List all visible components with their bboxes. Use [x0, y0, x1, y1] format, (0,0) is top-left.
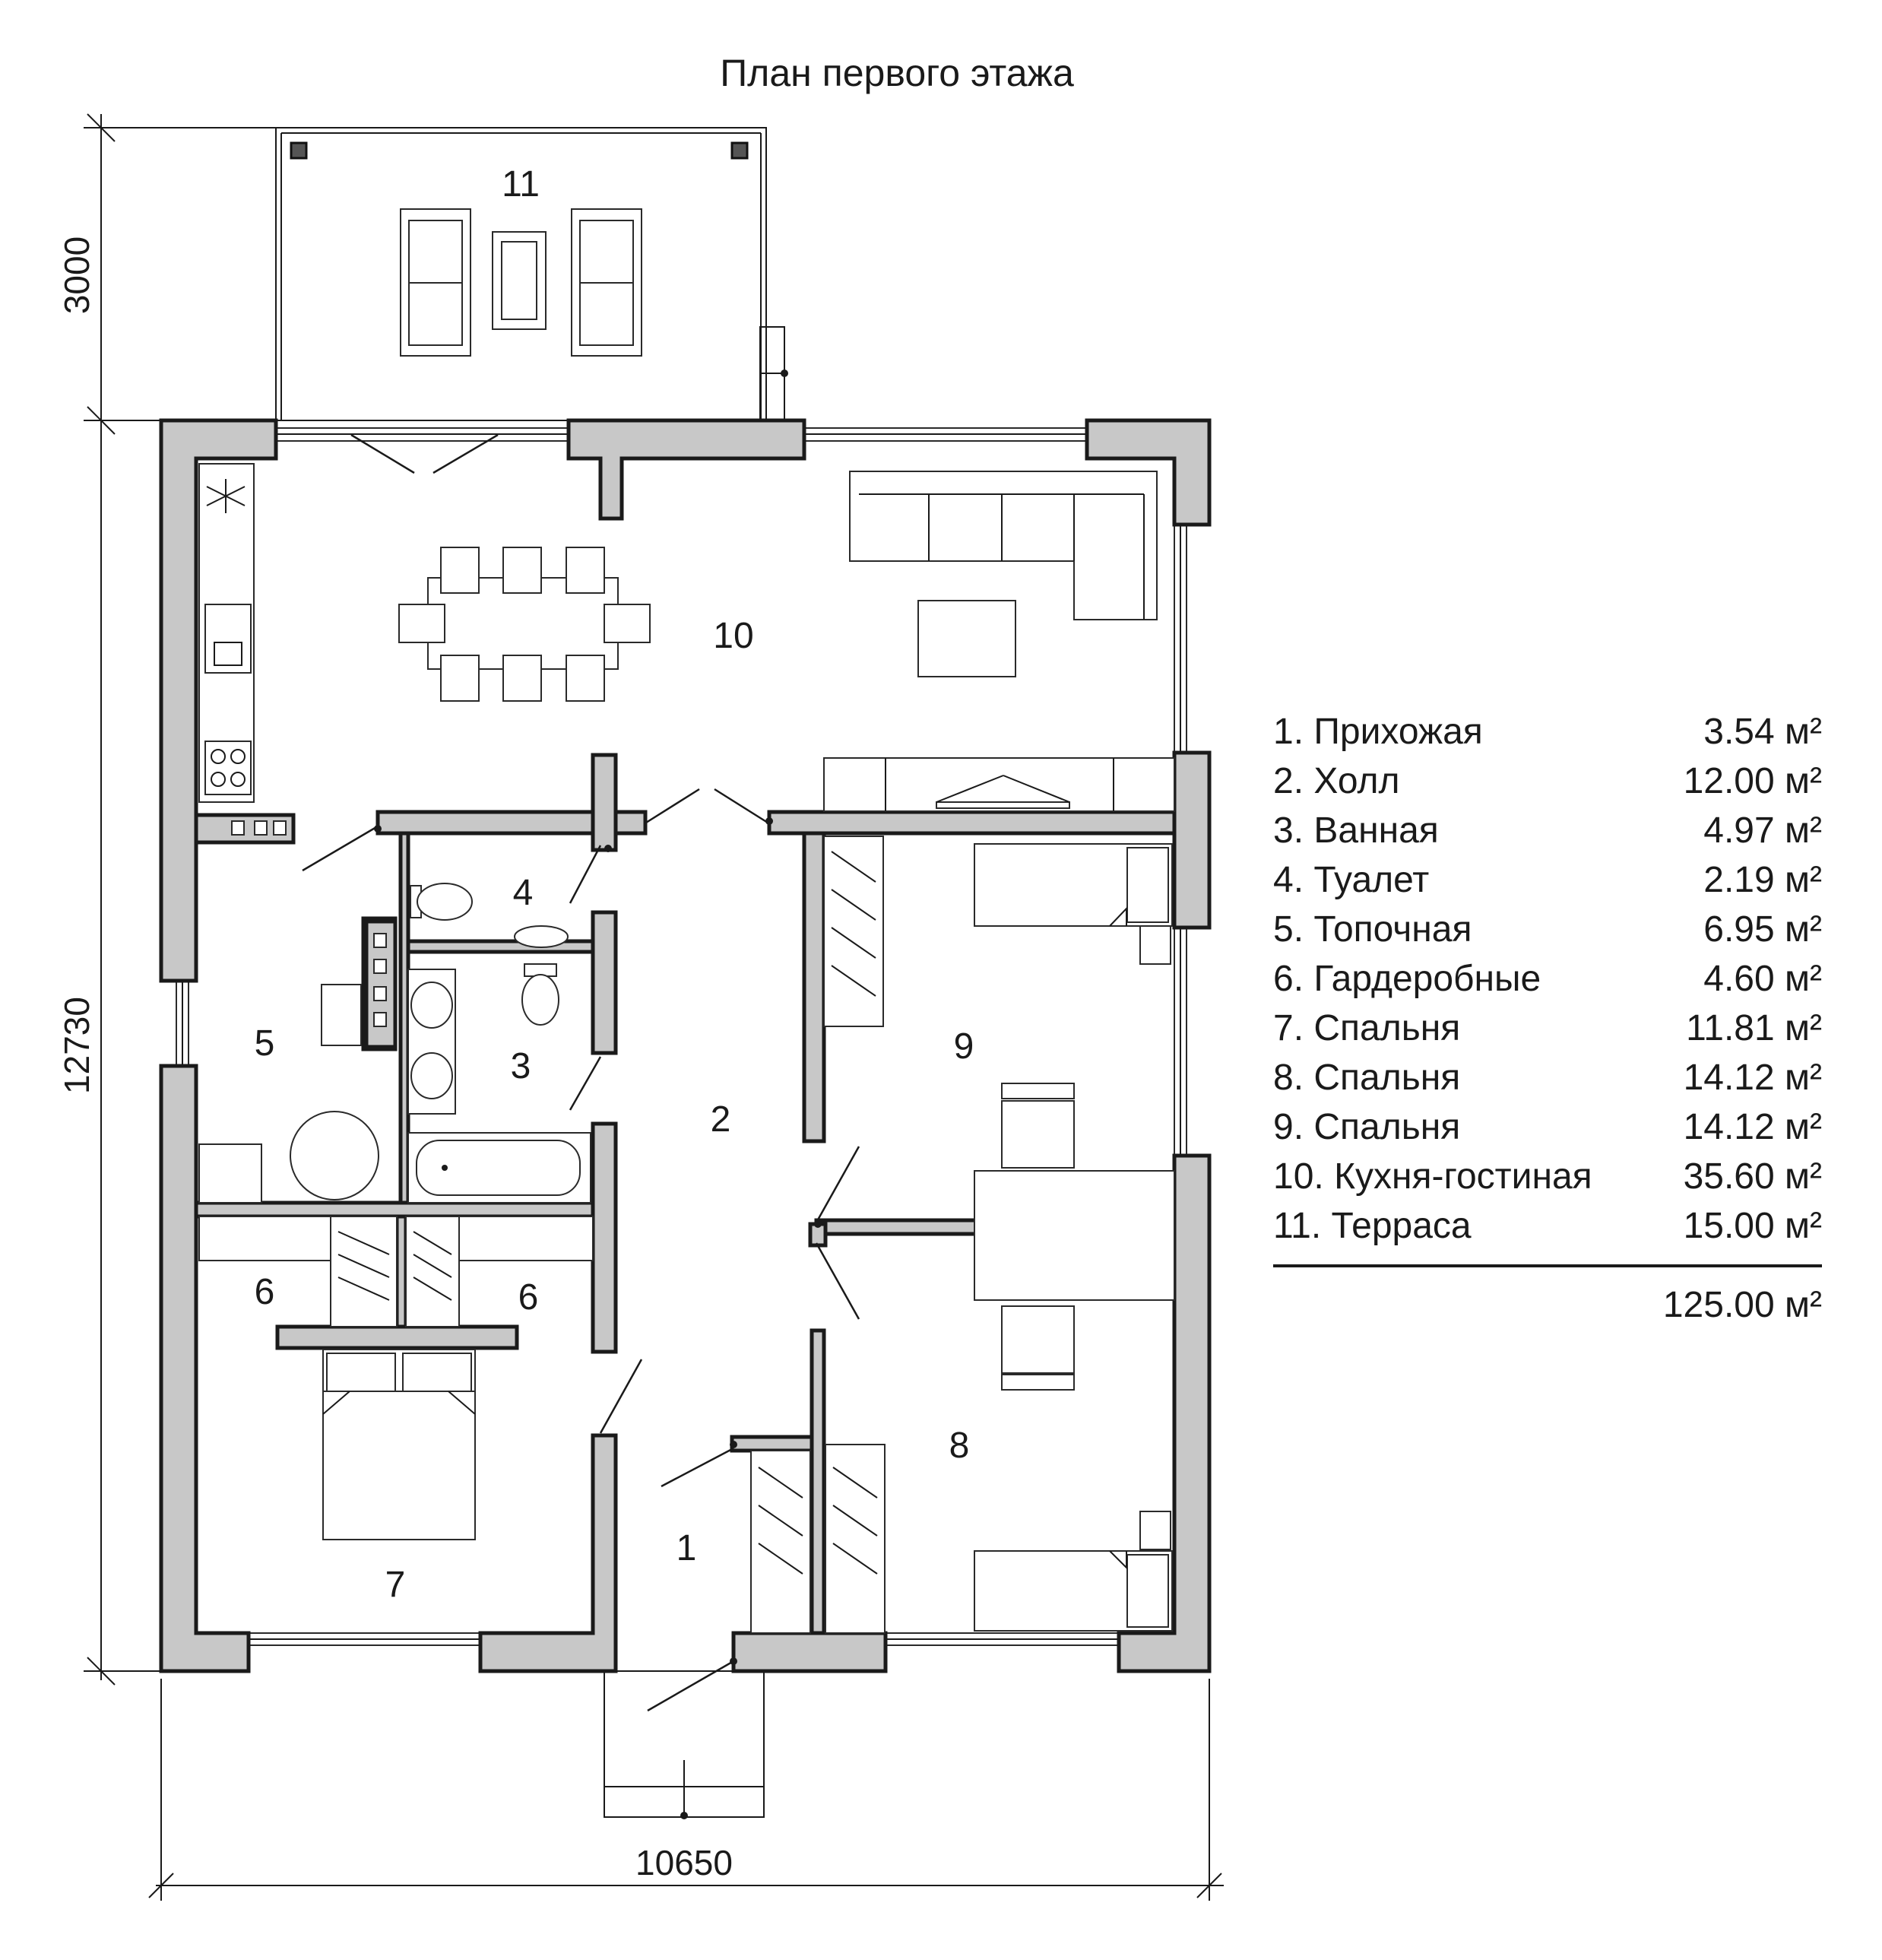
dimension-terrace-depth: 3000 [57, 236, 97, 314]
room-number-6a: 6 [255, 1272, 275, 1312]
dimension-line-horizontal [148, 1679, 1224, 1901]
toilet-icon [521, 963, 559, 1026]
room-name: 11. Терраса [1273, 1206, 1472, 1246]
terrace-post [290, 141, 308, 160]
room-area: 14.12 м² [1683, 1058, 1822, 1098]
double-sink-icon [407, 969, 456, 1115]
legend-row: 8. Спальня 14.12 м² [1273, 1053, 1822, 1102]
room-area: 4.60 м² [1703, 959, 1822, 999]
room-area: 11.81 м² [1686, 1008, 1822, 1048]
room-name: 5. Топочная [1273, 909, 1472, 950]
bathtub-icon [407, 1132, 591, 1204]
room-area: 15.00 м² [1683, 1206, 1822, 1246]
tv-cabinet [823, 757, 1175, 812]
legend-row: 10. Кухня-гостиная 35.60 м² [1273, 1152, 1822, 1201]
room-number-3: 3 [511, 1046, 531, 1086]
dimension-line-vertical [84, 113, 276, 1686]
legend-row: 9. Спальня 14.12 м² [1273, 1102, 1822, 1152]
legend-total-area: 125.00 м² [1662, 1285, 1822, 1325]
room-number-10: 10 [713, 616, 753, 656]
double-bed [322, 1349, 476, 1540]
terrace-armchair [571, 208, 642, 357]
boiler-pipes [364, 919, 398, 1049]
window [248, 1632, 481, 1646]
window [1174, 524, 1187, 753]
room-number-7: 7 [385, 1565, 406, 1605]
terrace-steps [759, 326, 788, 420]
room-number-4: 4 [513, 873, 534, 913]
dimension-house-depth: 12730 [57, 997, 97, 1094]
wardrobe [750, 1444, 886, 1634]
window [803, 427, 1088, 442]
exterior-walls [159, 418, 1212, 1673]
room-number-1: 1 [676, 1528, 697, 1568]
plan-title: План первого этажа [720, 52, 1074, 94]
room-area: 3.54 м² [1703, 712, 1822, 752]
room-area: 35.60 м² [1683, 1156, 1822, 1197]
room-name: 4. Туалет [1273, 860, 1430, 900]
room-area: 6.95 м² [1703, 909, 1822, 950]
wardrobe [405, 1216, 594, 1327]
boiler-block [194, 813, 296, 845]
single-bed [974, 843, 1173, 965]
room-number-11: 11 [502, 164, 540, 205]
wardrobe [823, 836, 884, 1027]
terrace-armchair [400, 208, 471, 357]
room-number-5: 5 [255, 1023, 275, 1064]
legend-row: 11. Терраса 15.00 м² [1273, 1201, 1822, 1251]
terrace-post [730, 141, 749, 160]
legend-row: 2. Холл 12.00 м² [1273, 756, 1822, 806]
room-name: 3. Ванная [1273, 810, 1439, 851]
legend-row: 3. Ванная 4.97 м² [1273, 806, 1822, 855]
corner-sofa [849, 471, 1158, 620]
boiler-room-equipment [198, 984, 379, 1204]
desk-chair [1001, 1305, 1075, 1391]
window [275, 427, 569, 442]
room-name: 7. Спальня [1273, 1008, 1461, 1048]
legend-row: 5. Топочная 6.95 м² [1273, 905, 1822, 954]
entrance-porch [604, 1670, 765, 1819]
room-number-9: 9 [954, 1026, 974, 1067]
wardrobe [198, 1216, 398, 1327]
room-number-2: 2 [711, 1099, 731, 1140]
desk [974, 1170, 1175, 1301]
room-name: 10. Кухня-гостиная [1273, 1156, 1592, 1197]
room-area-legend: 1. Прихожая 3.54 м² 2. Холл 12.00 м² 3. Ва… [1273, 707, 1822, 1326]
sink-icon [214, 642, 242, 666]
room-area: 14.12 м² [1683, 1107, 1822, 1147]
room-area: 4.97 м² [1703, 810, 1822, 851]
toilet-icon [410, 883, 473, 921]
terrace [275, 127, 788, 421]
terrace-coffee-table [492, 231, 547, 330]
legend-row: 6. Гардеробные 4.60 м² [1273, 954, 1822, 1004]
coffee-table [917, 600, 1016, 677]
legend-row: 7. Спальня 11.81 м² [1273, 1004, 1822, 1053]
room-number-8: 8 [949, 1426, 970, 1466]
room-name: 9. Спальня [1273, 1107, 1461, 1147]
door [350, 433, 499, 474]
dining-chairs [398, 547, 651, 702]
room-name: 6. Гардеробные [1273, 959, 1541, 999]
room-name: 8. Спальня [1273, 1058, 1461, 1098]
kitchen-unit [198, 463, 255, 803]
legend-row: 1. Прихожая 3.54 м² [1273, 707, 1822, 756]
room-number-6b: 6 [518, 1277, 539, 1318]
door [302, 788, 860, 1712]
room-area: 2.19 м² [1703, 860, 1822, 900]
dimension-house-width: 10650 [635, 1843, 733, 1882]
desk-chair [1001, 1083, 1075, 1169]
room-numbers: 1 2 3 4 5 6 6 7 8 9 10 11 [255, 164, 974, 1605]
single-bed [974, 1511, 1173, 1632]
window [1174, 927, 1187, 1156]
room-area: 12.00 м² [1683, 761, 1822, 801]
legend-divider [1273, 1264, 1822, 1267]
legend-row: 4. Туалет 2.19 м² [1273, 855, 1822, 905]
window [885, 1632, 1120, 1646]
room-name: 2. Холл [1273, 761, 1400, 801]
washbasin-icon [514, 925, 569, 948]
window [176, 980, 189, 1067]
room-name: 1. Прихожая [1273, 712, 1483, 752]
